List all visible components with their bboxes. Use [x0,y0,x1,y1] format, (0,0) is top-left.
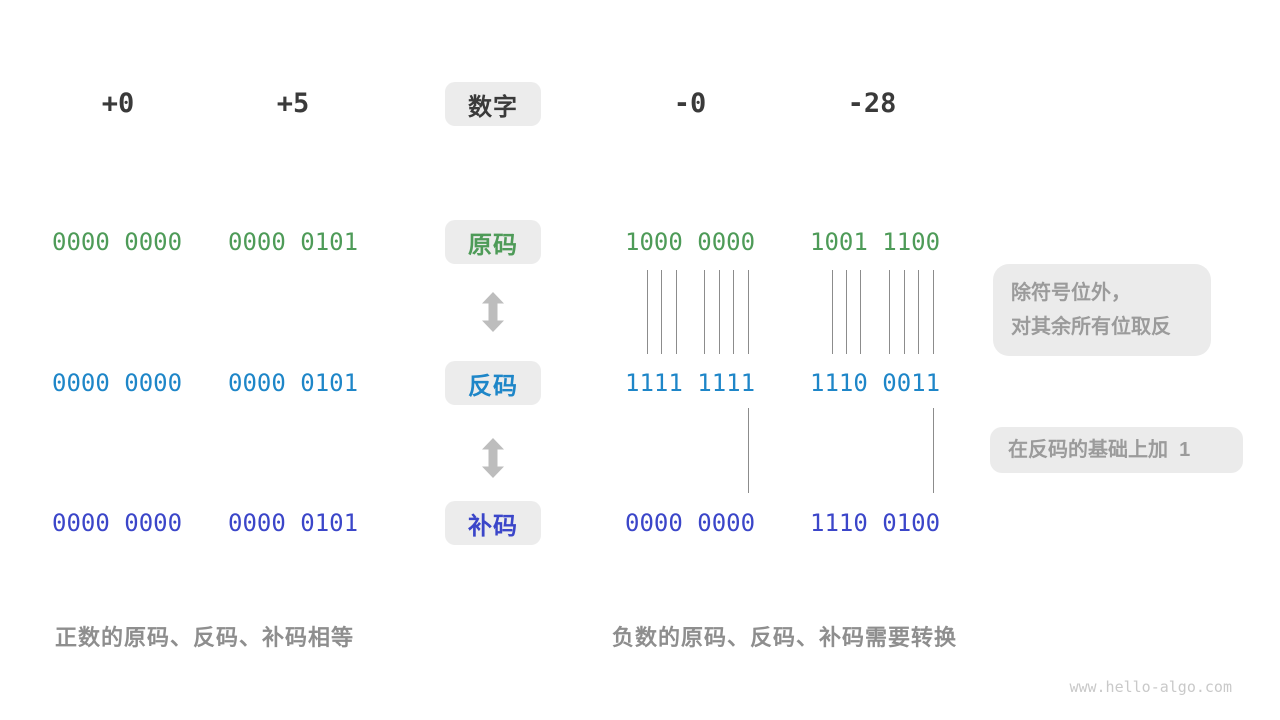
bit-connector-line [676,270,677,354]
number-label-minus-28: -28 [847,88,897,119]
tag-ones-complement: 反码 [445,361,541,405]
number-label-plus-five: +5 [276,88,310,119]
binary-sign-minus-zero: 1000 0000 [625,228,756,256]
binary-ones-minus-zero: 1111 1111 [625,369,756,397]
carry-line [933,408,934,493]
caption-positive-numbers: 正数的原码、反码、补码相等 [55,625,355,650]
bit-connector-line [846,270,847,354]
bit-connector-line [704,270,705,354]
carry-line [748,408,749,493]
binary-twos-minus-zero: 0000 0000 [625,509,756,537]
binary-twos-plus-zero: 0000 0000 [52,509,183,537]
number-label-plus-zero: +0 [101,88,135,119]
bit-connector-line [733,270,734,354]
bit-connector-line [904,270,905,354]
bit-connector-line [719,270,720,354]
bit-connector-line [860,270,861,354]
tag-sign-magnitude: 原码 [445,220,541,264]
binary-sign-plus-zero: 0000 0000 [52,228,183,256]
invert-bits-note: 除符号位外， 对其余所有位取反 [993,264,1211,356]
bit-connector-line [918,270,919,354]
bit-connector-line [647,270,648,354]
double-arrow-icon [482,292,504,332]
add-one-note: 在反码的基础上加 1 [990,427,1243,473]
binary-ones-minus-28: 1110 0011 [810,369,941,397]
bit-connector-line [933,270,934,354]
bit-connector-line [661,270,662,354]
bit-connector-line [832,270,833,354]
invert-bits-note-line2: 对其余所有位取反 [1011,316,1171,338]
binary-sign-plus-five: 0000 0101 [228,228,359,256]
bit-connector-line [748,270,749,354]
tag-twos-complement: 补码 [445,501,541,545]
binary-twos-minus-28: 1110 0100 [810,509,941,537]
binary-sign-minus-28: 1001 1100 [810,228,941,256]
invert-bits-note-line1: 除符号位外， [1011,282,1131,304]
binary-ones-plus-five: 0000 0101 [228,369,359,397]
caption-negative-numbers: 负数的原码、反码、补码需要转换 [612,625,958,650]
double-arrow-icon [482,438,504,478]
binary-ones-plus-zero: 0000 0000 [52,369,183,397]
tag-number: 数字 [445,82,541,126]
binary-twos-plus-five: 0000 0101 [228,509,359,537]
bit-connector-line [889,270,890,354]
number-label-minus-zero: -0 [673,88,707,119]
watermark-url: www.hello-algo.com [1069,678,1232,696]
